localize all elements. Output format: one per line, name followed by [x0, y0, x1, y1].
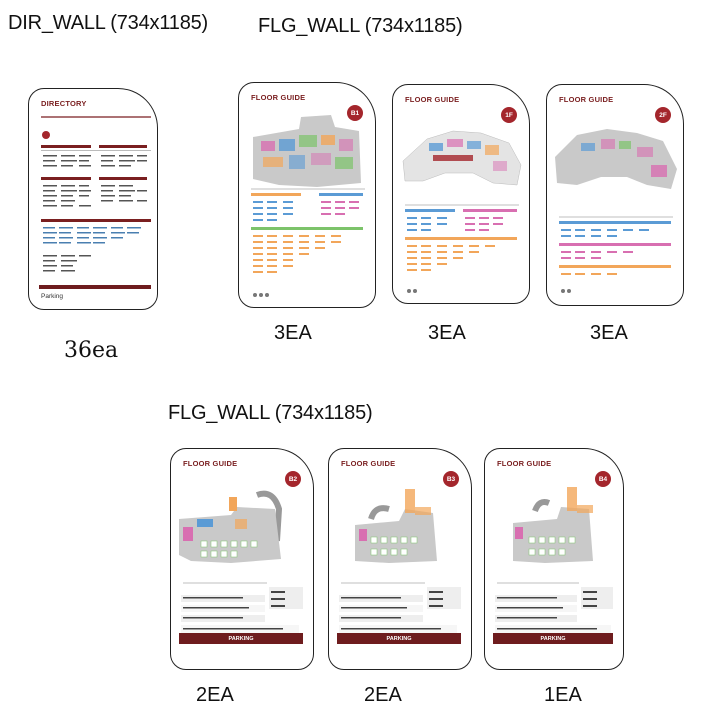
b1-map-graphic: [251, 115, 365, 297]
b3-panel: FLOOR GUIDE B3 PARKING: [328, 448, 472, 670]
b4-parking-bar: PARKING: [493, 633, 613, 644]
directory-title: DIRECTORY: [41, 99, 87, 108]
b1-qty: 3EA: [274, 322, 312, 344]
flg-wall-header-top: FLG_WALL (734x1185): [258, 15, 463, 37]
flg-wall-header-bottom: FLG_WALL (734x1185): [168, 402, 373, 424]
dir-wall-header: DIR_WALL (734x1185): [8, 12, 208, 34]
b2-badge: B2: [285, 471, 301, 487]
b2-title: FLOOR GUIDE: [183, 459, 238, 468]
b1-title: FLOOR GUIDE: [251, 93, 306, 102]
b2-map-graphic: [179, 490, 303, 633]
f1-qty: 3EA: [428, 322, 466, 344]
f1-panel: FLOOR GUIDE 1F: [392, 84, 530, 304]
b4-panel: FLOOR GUIDE B4 PARKING: [484, 448, 624, 670]
directory-footer: Parking: [41, 293, 64, 300]
directory-listing-graphic: [39, 116, 151, 289]
b3-parking-bar: PARKING: [337, 633, 461, 644]
f1-title: FLOOR GUIDE: [405, 95, 460, 104]
f2-badge: 2F: [655, 107, 671, 123]
b1-badge: B1: [347, 105, 363, 121]
f2-panel: FLOOR GUIDE 2F: [546, 84, 684, 306]
directory-panel: DIRECTORY: [28, 88, 158, 310]
b4-title: FLOOR GUIDE: [497, 459, 552, 468]
f1-map-graphic: [402, 130, 522, 293]
b3-badge: B3: [443, 471, 459, 487]
b3-qty: 2EA: [364, 684, 402, 706]
b4-map-graphic: [495, 487, 613, 633]
b3-title: FLOOR GUIDE: [341, 459, 396, 468]
directory-qty: 36ea: [64, 338, 119, 363]
f2-map-graphic: [555, 129, 677, 293]
b1-panel: FLOOR GUIDE B1: [238, 82, 376, 308]
b3-map-graphic: [339, 489, 461, 633]
b2-panel: FLOOR GUIDE B2 PARKING: [170, 448, 314, 670]
b4-badge: B4: [595, 471, 611, 487]
f1-badge: 1F: [501, 107, 517, 123]
f2-qty: 3EA: [590, 322, 628, 344]
f2-title: FLOOR GUIDE: [559, 95, 614, 104]
b2-parking-bar: PARKING: [179, 633, 303, 644]
b2-qty: 2EA: [196, 684, 234, 706]
b4-qty: 1EA: [544, 684, 582, 706]
